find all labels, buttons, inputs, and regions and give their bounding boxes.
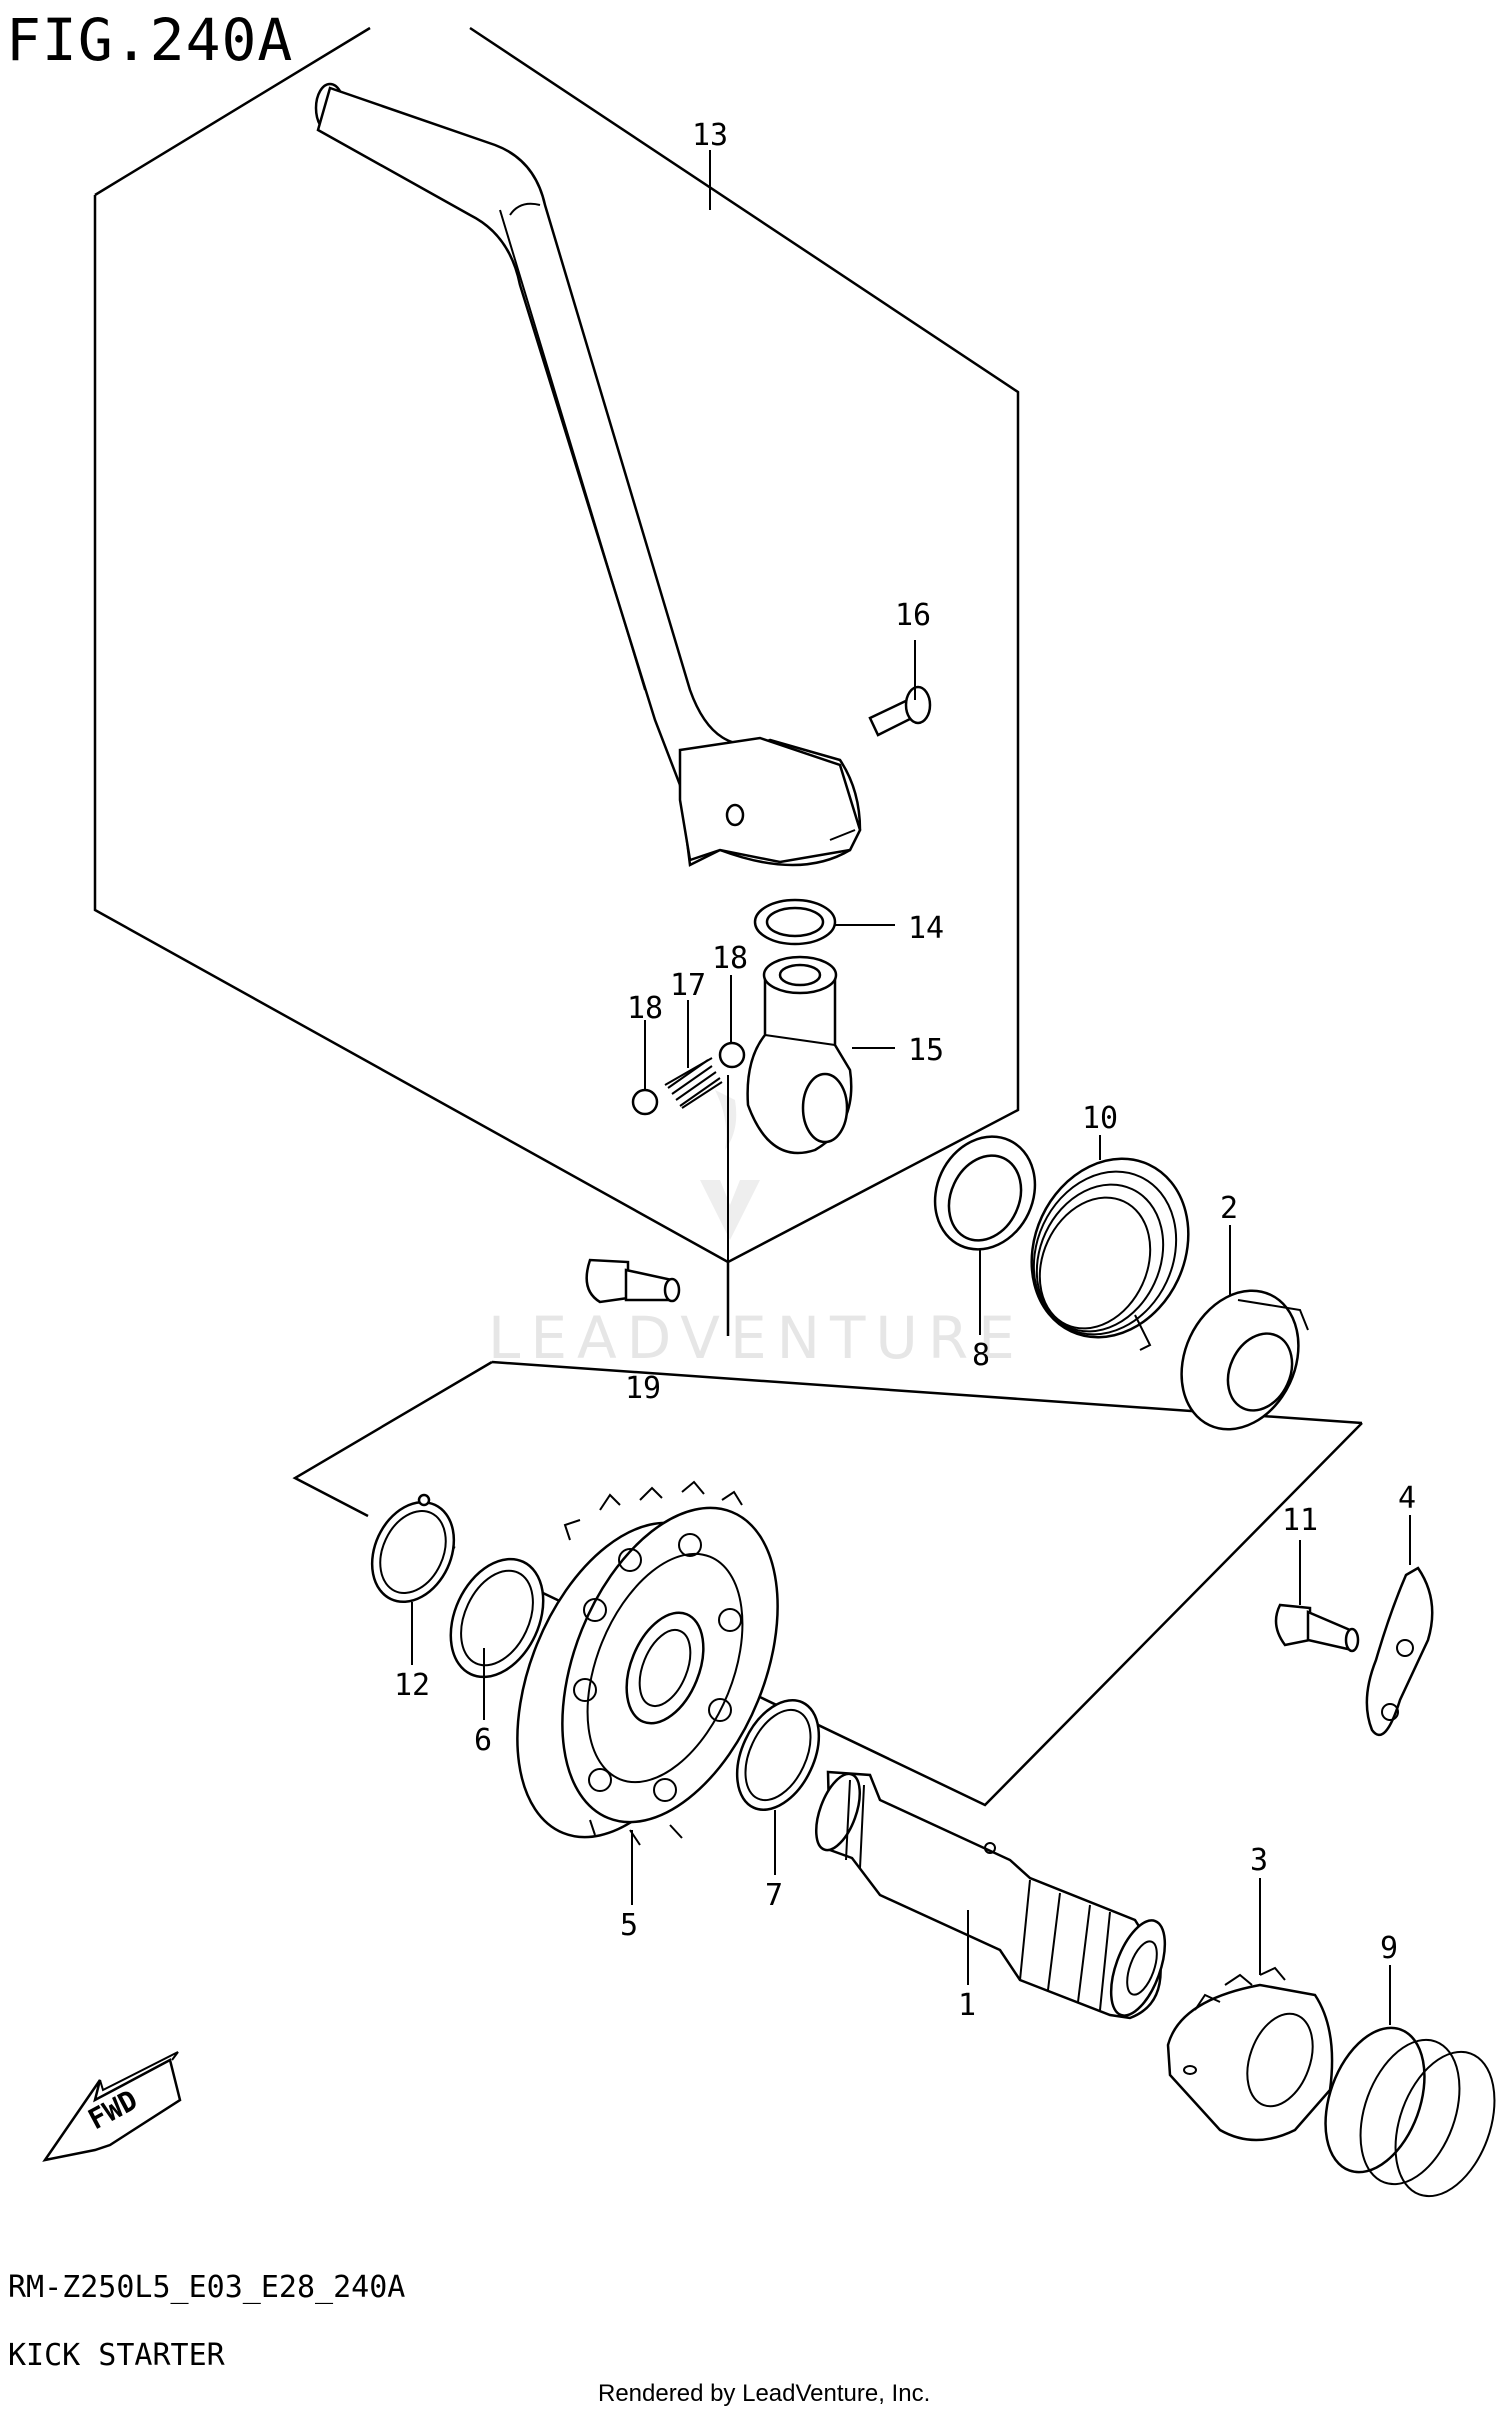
kick-starter-spring[interactable] [1003,1133,1217,1363]
shaft-washer[interactable] [721,1687,835,1823]
callout-13: 13 [692,118,728,153]
ratchet-spring[interactable] [1307,2014,1500,2210]
kick-lever-group-outline [93,26,1020,1336]
callout-17: 17 [670,968,706,1003]
steel-ball-left[interactable] [631,1088,659,1116]
spring-guide[interactable] [1160,1272,1321,1449]
callout-12: 12 [394,1668,430,1703]
callout-19: 19 [625,1371,661,1406]
steel-ball-right[interactable] [718,1041,746,1069]
kick-starter-gear[interactable] [475,1476,820,1868]
callout-1: 1 [958,1988,976,2023]
callout-18-left: 18 [627,991,663,1026]
kick-ratchet[interactable] [1166,1966,1334,2142]
gear-group-outline [292,1360,1363,1807]
callout-7: 7 [765,1878,783,1913]
callout-9: 9 [1380,1931,1398,1966]
kick-starter-lever[interactable] [314,82,862,867]
detent-spring[interactable] [664,1057,723,1109]
diagram-name: KICK STARTER [8,2338,225,2373]
callout-2: 2 [1220,1191,1238,1226]
guide-bolt[interactable] [1274,1603,1360,1653]
callout-6: 6 [474,1723,492,1758]
callout-4: 4 [1398,1481,1416,1516]
lever-clamp-bolt[interactable] [868,685,932,737]
gear-washer[interactable] [433,1544,562,1692]
kick-starter-shaft[interactable] [807,1768,1175,2022]
kick-lever-boss[interactable] [746,955,853,1155]
watermark-text: LEADVENTURE [488,1304,1025,1372]
lever-bolt[interactable] [585,1258,681,1304]
lever-washer[interactable] [753,898,837,946]
callout-10: 10 [1082,1101,1118,1136]
forward-direction-arrow: FWD [42,2051,182,2162]
diagram-code: RM-Z250L5_E03_E28_240A [8,2270,406,2305]
ratchet-stopper-plate[interactable] [1365,1566,1434,1737]
leadventure-watermark: LEADVENTURE [488,1090,1025,1372]
figure-title: FIG.240A [6,6,294,74]
callout-16: 16 [895,598,931,633]
circlip[interactable] [357,1489,470,1615]
callout-11: 11 [1282,1503,1318,1538]
callout-15: 15 [908,1033,944,1068]
rendered-by-credit: Rendered by LeadVenture, Inc. [598,2380,931,2407]
callout-14: 14 [908,911,944,946]
callout-5: 5 [620,1908,638,1943]
callout-8: 8 [972,1338,990,1373]
callout-18-right: 18 [712,941,748,976]
callout-leaders [411,150,1411,2025]
oil-seal[interactable] [917,1120,1053,1266]
callout-3: 3 [1250,1843,1268,1878]
